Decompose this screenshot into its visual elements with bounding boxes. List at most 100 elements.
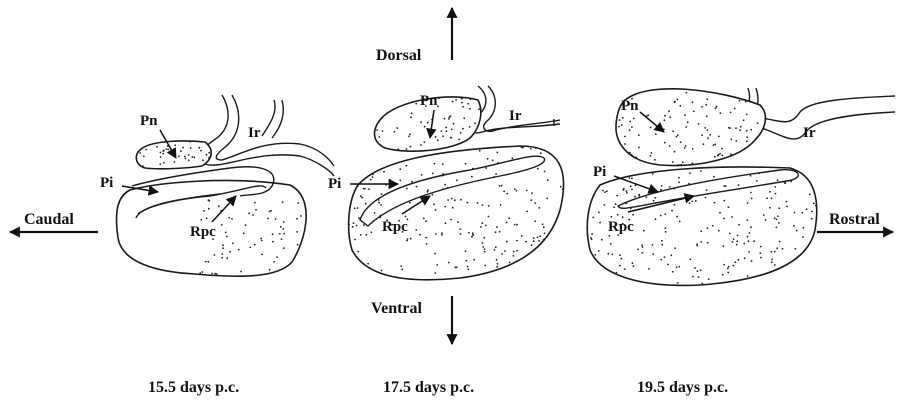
caudal-label: Caudal <box>24 211 74 228</box>
stipple-dot <box>626 190 628 192</box>
stipple-dot <box>423 218 425 220</box>
stipple-dot <box>691 84 693 86</box>
stipple-dot <box>624 136 626 138</box>
stipple-dot <box>738 259 740 261</box>
panel-17-5-days: Pn Ir Pi Rpc 17.5 days p.c. <box>328 86 568 396</box>
stipple-dot <box>432 173 434 175</box>
stipple-dot <box>208 157 210 159</box>
stipple-dot <box>547 179 549 181</box>
stipple-dot <box>228 217 230 219</box>
stipple-dot <box>178 155 180 157</box>
stipple-dot <box>399 180 401 182</box>
stipple-dot <box>700 241 702 243</box>
stipple-dot <box>607 253 609 255</box>
stipple-dot <box>727 272 729 274</box>
stipple-dot <box>551 148 553 150</box>
stipple-dot <box>482 246 484 248</box>
stipple-dot <box>229 251 231 253</box>
stipple-dot <box>546 198 548 200</box>
stipple-dot <box>776 227 778 229</box>
stipple-dot <box>272 233 274 235</box>
stipple-dot <box>816 263 818 265</box>
stipple-dot <box>674 247 676 249</box>
stipple-dot <box>647 114 649 116</box>
stipple-dot <box>435 151 437 153</box>
stipple-dot <box>796 282 798 284</box>
stipple-dot <box>615 203 617 205</box>
stipple-dot <box>537 259 539 261</box>
stipple-dot <box>624 155 626 157</box>
stipple-dot <box>410 146 412 148</box>
stipple-dot <box>626 91 628 93</box>
stipple-dot <box>635 156 637 158</box>
stipple-dot <box>513 251 515 253</box>
stipple-dot <box>267 218 269 220</box>
stipple-dot <box>793 225 795 227</box>
stipple-dot <box>255 209 257 211</box>
stipple-dot <box>208 200 210 202</box>
stipple-dot <box>381 193 383 195</box>
stipple-dot <box>401 269 403 271</box>
p1-label-pn: Pn <box>140 113 158 129</box>
stipple-dot <box>424 141 426 143</box>
stipple-dot <box>453 123 455 125</box>
stipple-dot <box>689 259 691 261</box>
stipple-dot <box>484 251 486 253</box>
stipple-dot <box>669 116 671 118</box>
stipple-dot <box>807 264 809 266</box>
stipple-dot <box>664 142 666 144</box>
stipple-dot <box>813 285 815 287</box>
stipple-dot <box>722 163 724 165</box>
stipple-dot <box>687 121 689 123</box>
stipple-dot <box>386 281 388 283</box>
stipple-dot <box>750 175 752 177</box>
stipple-dot <box>487 158 489 160</box>
stipple-dot <box>747 236 749 238</box>
stipple-dot <box>516 250 518 252</box>
stipple-dot <box>296 231 298 233</box>
stipple-dot <box>819 286 821 288</box>
stipple-dot <box>702 83 704 85</box>
stipple-dot <box>814 268 816 270</box>
stipple-dot <box>537 168 539 170</box>
stipple-dot <box>811 211 813 213</box>
stipple-dot <box>248 212 250 214</box>
stipple-dot <box>360 234 362 236</box>
stipple-dot <box>674 204 676 206</box>
stipple-dot <box>354 239 356 241</box>
stipple-dot <box>503 191 505 193</box>
stipple-dot <box>719 212 721 214</box>
stipple-dot <box>818 252 820 254</box>
stipple-dot <box>297 272 299 274</box>
stipple-dot <box>676 266 678 268</box>
stipple-dot <box>451 198 453 200</box>
stipple-dot <box>501 185 503 187</box>
stipple-dot <box>521 235 523 237</box>
stipple-dot <box>382 130 384 132</box>
stipple-dot <box>269 269 271 271</box>
stipple-dot <box>692 276 694 278</box>
stipple-dot <box>270 210 272 212</box>
stipple-dot <box>282 228 284 230</box>
p1-label-ir: Ir <box>248 125 261 141</box>
stipple-dot <box>367 263 369 265</box>
stipple-dot <box>718 136 720 138</box>
stipple-dot <box>674 151 676 153</box>
stipple-dot <box>631 177 633 179</box>
stipple-dot <box>626 192 628 194</box>
stipple-dot <box>383 171 385 173</box>
stipple-dot <box>288 277 290 279</box>
stipple-dot <box>552 285 554 287</box>
stipple-dot <box>420 144 422 146</box>
stipple-dot <box>406 188 408 190</box>
stipple-dot <box>374 212 376 214</box>
stipple-dot <box>721 154 723 156</box>
stipple-dot <box>815 205 817 207</box>
stipple-dot <box>660 259 662 261</box>
stipple-dot <box>371 143 373 145</box>
stipple-dot <box>249 247 251 249</box>
stipple-dot <box>623 189 625 191</box>
stipple-dot <box>393 93 395 95</box>
stipple-dot <box>243 232 245 234</box>
stipple-dot <box>555 248 557 250</box>
